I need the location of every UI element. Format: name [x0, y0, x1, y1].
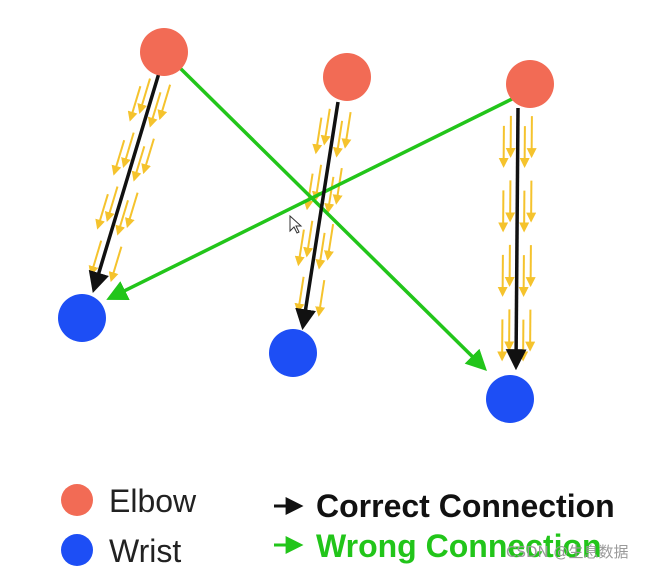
watermark: CSDN @生息数据	[506, 543, 629, 561]
correct-connection-arrow-1	[88, 72, 161, 294]
legend-elbow-swatch	[61, 484, 93, 516]
correct-connection-arrow-3	[505, 107, 527, 371]
vector-field-arrow	[303, 220, 314, 258]
correct-connections	[88, 72, 527, 371]
legend-wrist-swatch	[61, 534, 93, 566]
wrist-node	[58, 294, 106, 342]
vector-field-arrow	[125, 192, 139, 229]
correct-connection-arrow-2	[295, 101, 340, 331]
wrist-node	[486, 375, 534, 423]
vector-field-arrow	[131, 146, 146, 182]
wrist-node	[269, 329, 317, 377]
vector-field-arrow	[303, 173, 314, 211]
part-affinity-vector-field	[88, 78, 537, 362]
legend-wrong-label: Wrong Connection	[316, 528, 602, 564]
legend-correct-label: Correct Connection	[316, 488, 615, 524]
vector-field-arrow	[320, 108, 331, 146]
elbow-node	[140, 28, 188, 76]
vector-field-arrow	[88, 240, 103, 277]
vector-field-arrow	[95, 193, 109, 230]
vector-field-arrow	[332, 120, 344, 158]
vector-field-arrow	[121, 132, 135, 169]
wrong-connection-arrow-1	[178, 66, 487, 371]
elbow-node	[506, 60, 554, 108]
mouse-cursor-icon	[289, 214, 303, 234]
vector-field-arrow	[137, 78, 151, 115]
vector-field-arrow	[104, 186, 119, 223]
vector-field-arrow	[324, 176, 335, 214]
legend: Elbow Wrist Correct Connection Wrong Con…	[61, 483, 615, 569]
vector-field-arrow	[141, 138, 155, 175]
wrist-nodes	[58, 294, 534, 423]
legend-wrist-label: Wrist	[109, 533, 181, 569]
vector-field-arrow	[157, 84, 172, 121]
vector-field-arrow	[315, 279, 326, 317]
wrong-connection-arrow-2	[106, 97, 513, 300]
vector-field-arrow	[294, 229, 305, 267]
vector-field-arrow	[315, 232, 326, 270]
vector-field-arrow	[341, 111, 352, 149]
elbow-node	[323, 53, 371, 101]
vector-field-arrow	[115, 200, 129, 236]
legend-elbow-label: Elbow	[109, 483, 197, 519]
elbow-nodes	[140, 28, 554, 108]
vector-field-arrow	[127, 85, 142, 122]
vector-field-arrow	[294, 276, 305, 314]
wrong-connections	[106, 66, 513, 371]
vector-field-arrow	[108, 246, 123, 283]
vector-field-arrow	[111, 139, 126, 176]
vector-field-arrow	[323, 223, 335, 261]
vector-field-arrow	[312, 117, 323, 155]
vector-field-arrow	[311, 164, 323, 202]
vector-field-arrow	[147, 92, 162, 128]
